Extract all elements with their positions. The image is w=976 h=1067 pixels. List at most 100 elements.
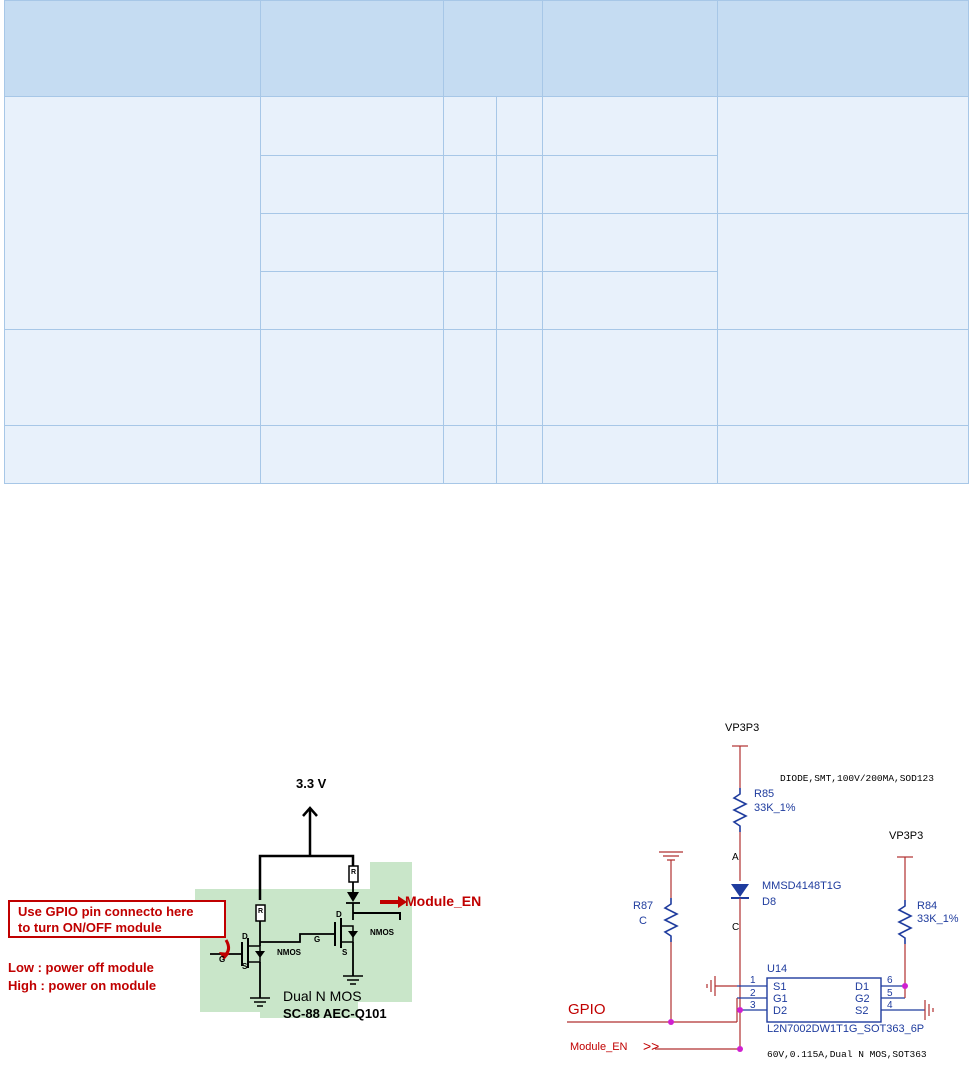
r87-value: C [639, 915, 647, 927]
d8-ref: D8 [762, 896, 777, 908]
pin-number: 6 [887, 975, 893, 986]
table-header-cell [542, 0, 718, 97]
resistor-mark: R [351, 869, 357, 876]
table-cell [496, 425, 543, 484]
mos2-diode [348, 931, 358, 938]
low-note: Low : power off module [8, 960, 154, 975]
pin-name: G2 [855, 993, 870, 1005]
r87-resistor [663, 898, 679, 942]
table-cell [260, 425, 444, 484]
offpage-connector-icon: >> [643, 1038, 660, 1054]
callout-line: Use GPIO pin connecto here [18, 904, 194, 919]
table-cell [542, 271, 718, 330]
table-header-cell [717, 0, 969, 97]
board-background [195, 862, 412, 1018]
table-cell [496, 213, 543, 272]
u14-part: L2N7002DW1T1G_SOT363_6P [767, 1023, 925, 1035]
table-row [5, 155, 969, 214]
table-row [5, 271, 969, 330]
spec-table [4, 0, 969, 484]
vp3p3-top-label: VP3P3 [725, 722, 760, 734]
table-cell [542, 96, 718, 156]
table-cell [496, 155, 543, 214]
pin-number: 2 [750, 988, 756, 999]
u14-ref: U14 [767, 963, 788, 975]
table-cell [443, 155, 497, 214]
table-cell [4, 329, 261, 426]
junction-dot [902, 983, 908, 989]
pin-name: D2 [773, 1005, 788, 1017]
resistor-mark: R [258, 908, 264, 915]
junction-dot [737, 1046, 743, 1052]
r85-ref: R85 [754, 788, 775, 800]
table-cell [542, 213, 718, 272]
d8-part: MMSD4148T1G [762, 880, 842, 892]
table-cell [443, 425, 497, 484]
module-en-arrow-head [398, 896, 407, 908]
wire [353, 912, 401, 920]
mos-label: NMOS [277, 948, 301, 957]
s2-ground [924, 1000, 934, 1020]
r84-ref: R84 [917, 900, 938, 912]
pin-label-d: D [336, 910, 342, 919]
table-cell [443, 96, 497, 156]
table-cell [542, 155, 718, 214]
pin-label-g: G [314, 935, 321, 944]
part-package: SC-88 AEC-Q101 [283, 1006, 387, 1021]
pin-name: S1 [773, 981, 787, 993]
table-row [4, 425, 969, 484]
vp3p3-right-label: VP3P3 [889, 830, 924, 842]
u14-body [766, 977, 882, 1023]
table-cell [717, 329, 969, 426]
ground-1 [250, 997, 270, 1007]
junction-dot [737, 1007, 743, 1013]
table-cell [260, 271, 444, 330]
pin-name: G1 [773, 993, 788, 1005]
supply-rail [258, 854, 355, 900]
module-en-label: Module_EN [405, 893, 482, 909]
mos-label: NMOS [370, 928, 394, 937]
table-cell [496, 271, 543, 330]
block-diagram-drawing [195, 806, 412, 1018]
callout-line: to turn ON/OFF module [18, 920, 162, 935]
cathode-label: C [732, 922, 740, 933]
diode-note: DIODE,SMT,100V/200MA,SOD123 [780, 773, 934, 784]
table-cell [260, 329, 444, 426]
table-header-cell [443, 0, 543, 97]
table-cell [4, 425, 261, 484]
module-en-net-label: Module_EN [570, 1041, 628, 1053]
table-cell [717, 213, 969, 330]
table-cell [443, 329, 497, 426]
table-cell [443, 271, 497, 330]
r85-resistor [732, 788, 748, 832]
table-cell [260, 213, 444, 272]
pin-label-s: S [342, 948, 348, 957]
pin-name: S2 [855, 1005, 869, 1017]
high-note: High : power on module [8, 978, 157, 993]
table-cell [496, 329, 543, 426]
gpio-net-label: GPIO [568, 1001, 606, 1018]
table-cell [260, 96, 444, 156]
r87-ref: R87 [633, 900, 654, 912]
anode-label: A [732, 852, 739, 863]
part-title: Dual N MOS [283, 988, 362, 1004]
schematic-drawing [567, 745, 934, 1052]
mos-note: 60V,0.115A,Dual N MOS,SOT363 [767, 1049, 927, 1060]
mos1-diode [255, 951, 265, 958]
table-cell [4, 96, 261, 330]
gpio-callout-box: Use GPIO pin connecto here to turn ON/OF… [8, 900, 226, 938]
r87-ground [659, 851, 683, 861]
supply-label: 3.3 V [296, 776, 327, 791]
diode-symbol [347, 892, 359, 902]
s1-ground [706, 976, 716, 996]
r85-value: 33K_1% [754, 802, 796, 814]
table-header-row [4, 0, 969, 97]
r84-value: 33K_1% [917, 913, 959, 925]
table-cell [260, 155, 444, 214]
ground-2 [343, 975, 363, 985]
pin-label-s: S [242, 962, 248, 971]
table-row [5, 213, 969, 330]
supply-arrow-head [302, 806, 318, 817]
table-header-cell [4, 0, 261, 97]
pin-number: 1 [750, 975, 756, 986]
